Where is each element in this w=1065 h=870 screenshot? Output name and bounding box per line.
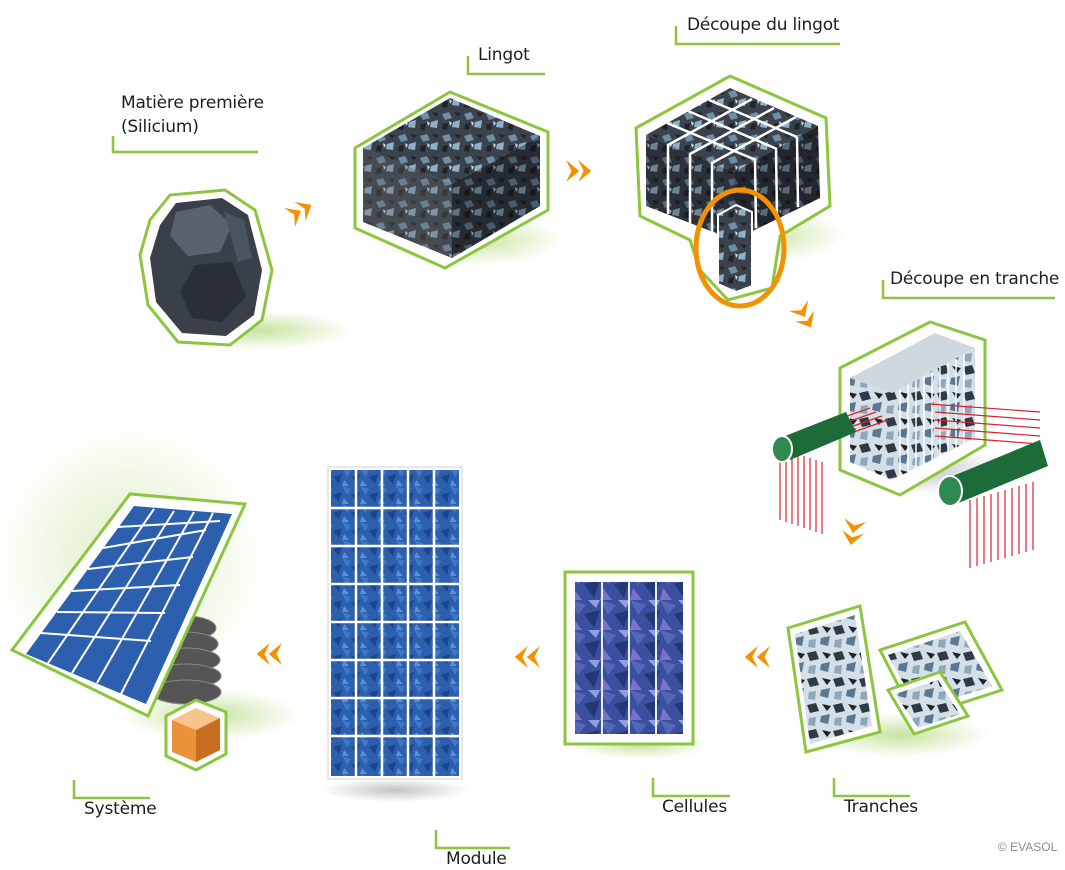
label-module: Module bbox=[446, 849, 507, 869]
silicon-rock-icon bbox=[138, 188, 353, 350]
label-decoupe-lingot: Découpe du lingot bbox=[687, 15, 840, 35]
arrow-icon bbox=[566, 160, 592, 182]
label-systeme: Système bbox=[84, 799, 157, 819]
ingot-block-icon bbox=[353, 90, 565, 270]
label-cellules: Cellules bbox=[662, 797, 727, 817]
module-icon bbox=[320, 466, 470, 802]
wafers-icon bbox=[786, 604, 1005, 757]
label-brackets bbox=[72, 26, 1055, 850]
arrow-icon bbox=[514, 646, 540, 668]
copyright-text: © EVASOL bbox=[998, 840, 1058, 854]
cut-ingot-icon bbox=[634, 74, 845, 309]
system-icon bbox=[0, 420, 300, 772]
label-matiere-premiere: Matière première bbox=[121, 93, 264, 113]
arrow-icon bbox=[839, 518, 866, 547]
arrow-icon bbox=[284, 195, 317, 228]
label-lingot: Lingot bbox=[478, 45, 530, 65]
arrow-icon bbox=[256, 643, 282, 665]
label-silicium: (Silicium) bbox=[121, 117, 199, 137]
cell-icon bbox=[563, 570, 710, 759]
arrow-icon bbox=[788, 300, 821, 333]
label-decoupe-tranche: Découpe en tranche bbox=[890, 269, 1060, 289]
arrow-icon bbox=[744, 646, 770, 668]
label-tranches: Tranches bbox=[844, 797, 918, 817]
wire-saw-icon bbox=[771, 320, 1048, 568]
